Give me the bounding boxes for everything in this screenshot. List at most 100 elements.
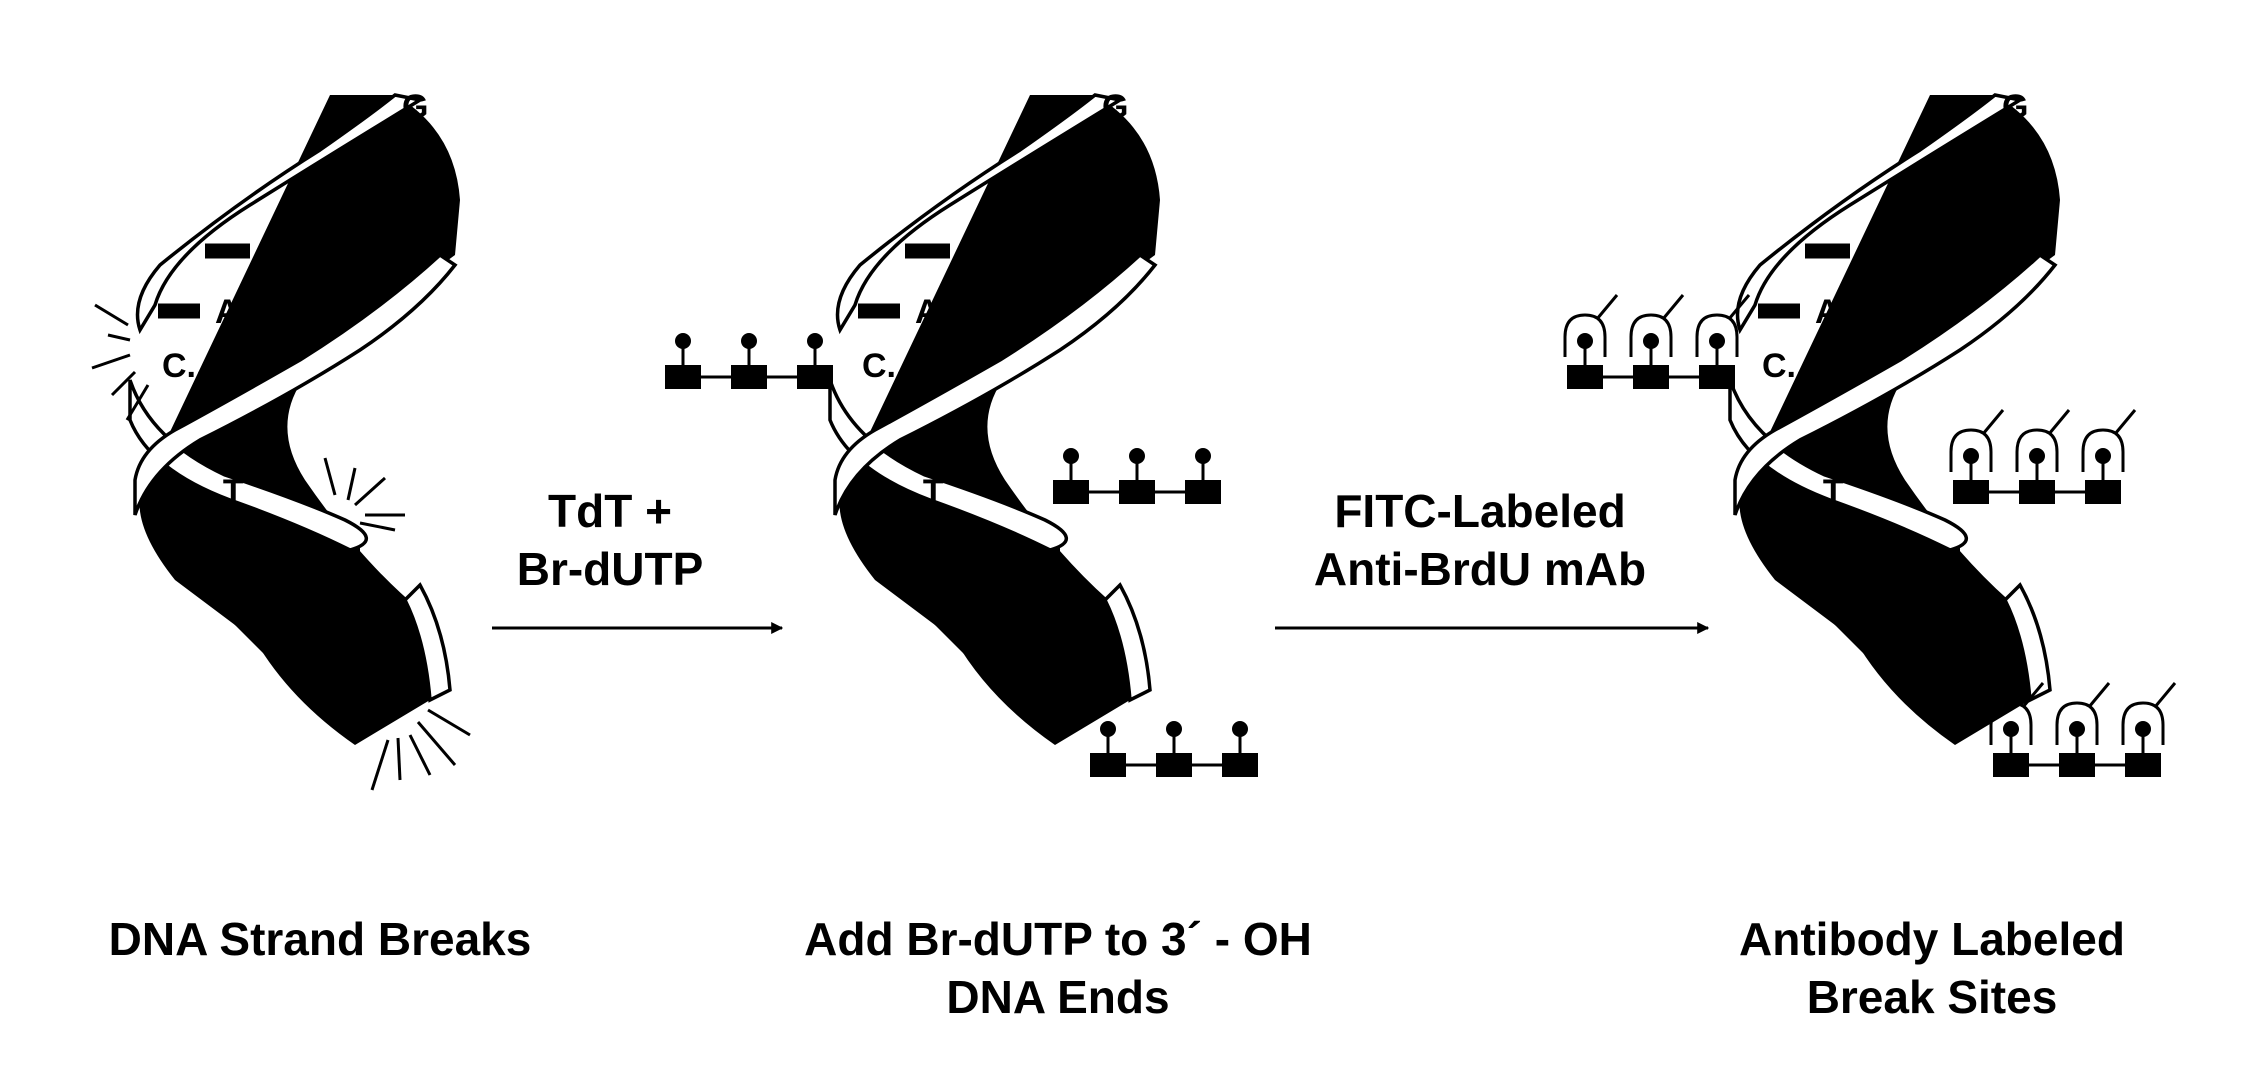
arrow-label: TdT +: [548, 485, 672, 537]
base-pair-label: G...C: [1922, 163, 2001, 201]
brdu-ball: [1100, 721, 1116, 737]
base-pair-label: C...G: [162, 347, 241, 385]
brdu-ball: [2003, 721, 2019, 737]
antibody-shape: [1989, 701, 2033, 745]
fitc-label-line: [2113, 409, 2137, 435]
antibody-shape: [1949, 428, 1993, 472]
nucleotide-square: [2085, 480, 2121, 504]
nucleotide-square: [2019, 480, 2055, 504]
fitc-label-line: [2087, 682, 2111, 708]
base-pair-label: G: [402, 88, 428, 126]
nucleotide-square: [1222, 753, 1258, 777]
nucleotide-square: [1699, 365, 1735, 389]
antibody-labeled-chain: [1989, 682, 2177, 777]
base-pair-label: A...T: [915, 293, 989, 331]
helix-front-ribbon-lower: [402, 582, 452, 703]
helix-front-ribbon-mid: [128, 379, 369, 552]
base-pair-label: C...G: [275, 597, 354, 635]
brdu-ball: [2069, 721, 2085, 737]
brdu-tag-groups: [665, 333, 1258, 777]
base-pair-label: C...G: [975, 597, 1054, 635]
nucleotide-square: [731, 365, 767, 389]
base-pair-label: G...C: [212, 535, 291, 573]
arrow-label: Br-dUTP: [517, 543, 704, 595]
brdu-ball: [1963, 448, 1979, 464]
brdu-ball: [1166, 721, 1182, 737]
arrow-label: Anti-BrdU mAb: [1314, 543, 1646, 595]
base-pair-label: C...G: [1875, 597, 1954, 635]
brdu-chain: [1053, 448, 1221, 504]
antibody-shape: [1695, 313, 1739, 357]
nucleotide-square: [1567, 365, 1603, 389]
fitc-label-line: [1981, 409, 2005, 435]
panel-3-helix: G G...C G...C A...T C...G A...T G...C C.…: [1728, 88, 2060, 745]
nucleotide-square: [1090, 753, 1126, 777]
nucleotide-square: [1156, 753, 1192, 777]
brdu-ball: [1195, 448, 1211, 464]
nucleotide-square: [1993, 753, 2029, 777]
brdu-chain: [1090, 721, 1258, 777]
base-pair-label: G: [2002, 88, 2028, 126]
antibody-labeled-chain: [1949, 409, 2137, 504]
antibody-shape: [1629, 313, 1673, 357]
fitc-label-line: [2047, 409, 2071, 435]
base-pair-label: G...C: [265, 233, 344, 271]
base-pair-label: G...C: [965, 233, 1044, 271]
antibody-labeled-chain: [1563, 294, 1751, 389]
base-pair-label: A...T: [335, 657, 409, 695]
brdu-chain: [665, 333, 833, 389]
nucleotide-square: [2125, 753, 2161, 777]
brdu-ball: [1643, 333, 1659, 349]
antibody-tag-groups: [1563, 294, 2177, 777]
brdu-ball: [2095, 448, 2111, 464]
brdu-ball: [2029, 448, 2045, 464]
brdu-ball: [2135, 721, 2151, 737]
fitc-label-line: [2021, 682, 2045, 708]
brdu-ball: [1063, 448, 1079, 464]
base-pair-label: A...T: [870, 473, 944, 511]
panel-caption: Antibody Labeled: [1739, 913, 2125, 965]
nucleotide-square: [1633, 365, 1669, 389]
nucleotide-square: [665, 365, 701, 389]
brdu-ball: [1129, 448, 1145, 464]
panel-caption: Add Br-dUTP to 3´ - OH: [804, 913, 1312, 965]
nucleotide-square: [1953, 480, 1989, 504]
base-pair-label: G...C: [1865, 233, 1944, 271]
fitc-label-line: [1727, 294, 1751, 320]
nucleotide-square: [1053, 480, 1089, 504]
base-pair-label: G...C: [1812, 535, 1891, 573]
fitc-label-line: [2153, 682, 2177, 708]
antibody-shape: [2081, 428, 2125, 472]
strand-break-burst: [370, 708, 471, 791]
panel-1-helix: G G...C G...C A...T C...G A...T G...C C.…: [91, 88, 471, 791]
helix-front-ribbon: [135, 93, 425, 335]
base-pair-label: C...G: [1762, 347, 1841, 385]
brdu-ball: [1577, 333, 1593, 349]
base-pair-label: G...C: [912, 535, 991, 573]
nucleotide-square: [797, 365, 833, 389]
base-pair-label: A...T: [170, 473, 244, 511]
base-pair-label: A...T: [1770, 473, 1844, 511]
base-pair-label: A...T: [1935, 657, 2009, 695]
antibody-shape: [2015, 428, 2059, 472]
base-pair-label: C...G: [862, 347, 941, 385]
panel-caption: DNA Ends: [946, 971, 1169, 1023]
base-pair-label: G...C: [1022, 163, 1101, 201]
antibody-shape: [2055, 701, 2099, 745]
fitc-label-line: [1595, 294, 1619, 320]
antibody-shape: [2121, 701, 2165, 745]
brdu-ball: [1232, 721, 1248, 737]
antibody-shape: [1563, 313, 1607, 357]
base-pair-label: G: [1102, 88, 1128, 126]
base-pair-label: G...C: [322, 163, 401, 201]
strand-break-burst: [91, 303, 150, 421]
brdu-ball: [675, 333, 691, 349]
nucleotide-square: [2059, 753, 2095, 777]
base-pair-label: A...T: [215, 293, 289, 331]
helix-front-ribbon-cross: [133, 252, 458, 516]
panel-caption: DNA Strand Breaks: [109, 913, 532, 965]
strand-break-burst: [323, 457, 405, 532]
nucleotide-square: [1119, 480, 1155, 504]
brdu-ball: [807, 333, 823, 349]
